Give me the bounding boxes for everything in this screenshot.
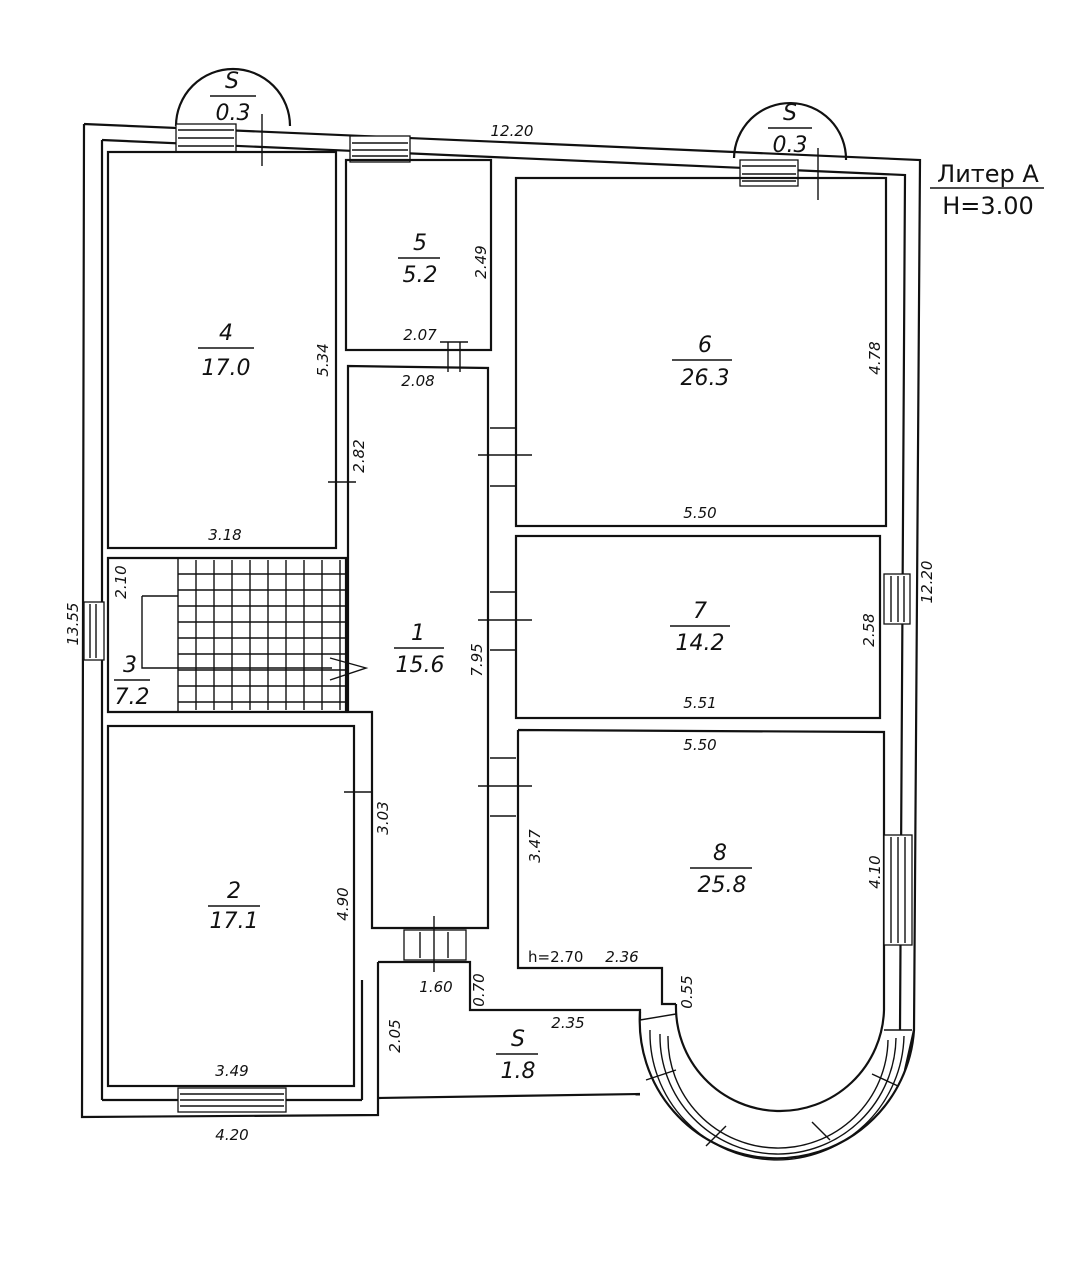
room-2: 3.03 2 17.1 4.90 3.49	[106, 724, 392, 1088]
room-3-stairs: 2.10 3 7.2	[106, 556, 369, 714]
room-4-height-dim: 5.34	[314, 343, 332, 376]
title-block: Литер А Н=3.00	[930, 160, 1044, 220]
room-1-width-dim: 2.08	[401, 372, 434, 390]
s-door-dim: 1.60	[419, 978, 452, 996]
room-2-width-dim: 3.49	[215, 1062, 248, 1080]
room-5-width-dim: 2.07	[403, 326, 437, 344]
room-4: 4 17.0 5.34 3.18	[106, 150, 356, 550]
balcony-top-right: S 0.3	[732, 101, 848, 200]
room-1-door-dim: 2.82	[350, 439, 368, 472]
room-6: 6 26.3 4.78 5.50	[514, 176, 888, 528]
room-8-num: 8	[713, 841, 727, 866]
balcony-3-area: 1.8	[501, 1059, 536, 1084]
window-left-stairs: 13.55	[64, 601, 105, 661]
room-8-left-dim: 3.47	[526, 829, 544, 863]
balcony-3-num: S	[511, 1027, 525, 1052]
s-step-dim: 0.70	[470, 973, 488, 1006]
room-4-area: 17.0	[202, 356, 251, 381]
left-outer-dim: 13.55	[64, 603, 82, 646]
right-outer-dim: 12.20	[918, 561, 936, 604]
bay-window	[638, 1011, 916, 1161]
room-2-height-dim: 4.90	[334, 887, 352, 920]
room-3-num: 3	[123, 653, 137, 678]
window-right-room7: 12.20	[883, 561, 936, 625]
bottom-left-dim: 4.20	[215, 1126, 248, 1144]
room-4-width-dim: 3.18	[208, 526, 241, 544]
plan-title: Литер А	[937, 160, 1039, 188]
room-1: 2.08 2.82 1 15.6 7.95	[346, 364, 490, 930]
room-8-area: 25.8	[698, 873, 747, 898]
room-5-num: 5	[413, 231, 427, 256]
room-5: 5 5.2 2.49 2.07	[344, 158, 493, 372]
window-top-room5	[349, 135, 411, 163]
room-7-height-dim: 2.58	[860, 613, 878, 646]
room-8: 5.50 3.47 8 25.8 4.10 h=2.70 2.36 0.55	[516, 728, 886, 1113]
room-8-width-dim: 5.50	[683, 736, 716, 754]
room-2-door-dim: 3.03	[374, 801, 392, 834]
window-right-room8	[883, 834, 913, 946]
room-6-area: 26.3	[681, 366, 730, 391]
room-4-num: 4	[219, 321, 233, 346]
room-8-h-note: h=2.70	[528, 948, 583, 966]
room-7-num: 7	[693, 599, 707, 624]
room-5-area: 5.2	[403, 263, 438, 288]
room-2-num: 2	[227, 879, 241, 904]
plan-height: Н=3.00	[942, 192, 1034, 220]
room-5-height-dim: 2.49	[472, 245, 490, 278]
window-bottom-room2: 4.20	[177, 1087, 287, 1144]
balcony-1-area: 0.3	[216, 101, 251, 126]
room-6-width-dim: 5.50	[683, 504, 716, 522]
balcony-2-area: 0.3	[773, 133, 808, 158]
s-width-dim: 2.35	[551, 1014, 584, 1032]
s-height-dim: 2.05	[386, 1019, 404, 1052]
room-3-area: 7.2	[115, 685, 150, 710]
room-6-num: 6	[698, 333, 712, 358]
room-8-step-dim: 0.55	[678, 975, 696, 1008]
balcony-2-num: S	[783, 101, 797, 126]
door-marks	[344, 427, 532, 817]
balcony-entrance: 1.60 0.70 2.35 2.05 S 1.8	[377, 916, 642, 1100]
balcony-1-num: S	[225, 69, 239, 94]
room-1-height-dim: 7.95	[468, 643, 486, 676]
room-8-right-dim: 4.10	[866, 855, 884, 888]
room-3-width-dim: 2.10	[112, 565, 130, 598]
room-1-num: 1	[411, 621, 425, 646]
room-8-bottom-dim: 2.36	[605, 948, 638, 966]
room-7-area: 14.2	[676, 631, 725, 656]
room-7: 7 14.2 2.58 5.51	[514, 534, 882, 720]
top-outer-dim: 12.20	[491, 122, 534, 140]
room-2-area: 17.1	[210, 909, 259, 934]
room-1-area: 15.6	[396, 653, 445, 678]
room-6-height-dim: 4.78	[866, 341, 884, 374]
room-7-width-dim: 5.51	[683, 694, 716, 712]
